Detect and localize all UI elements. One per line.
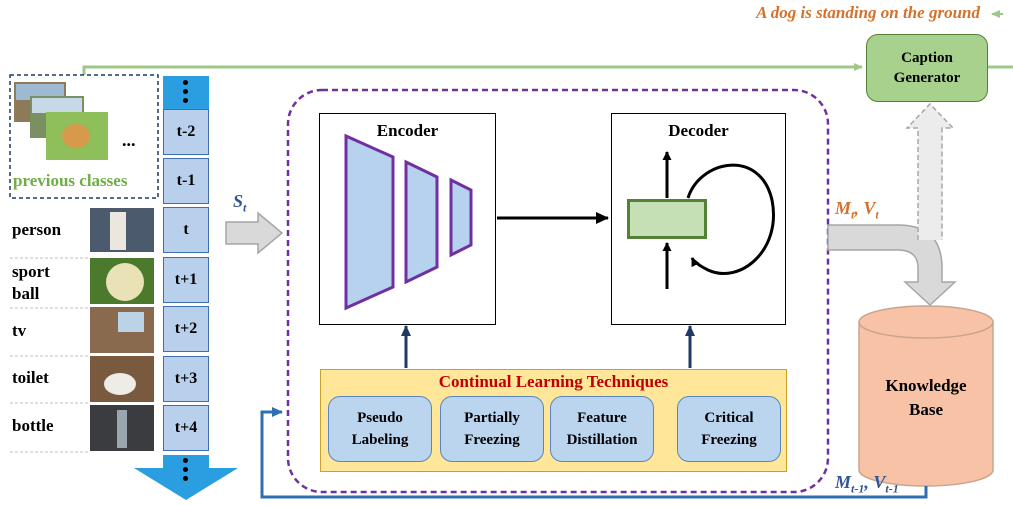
knowledge-base-label: Knowledge Base — [859, 374, 993, 422]
stream-label-sub: t — [243, 200, 247, 215]
decoder-cell — [627, 199, 707, 239]
encoder-title: Encoder — [376, 121, 439, 140]
technique-line2: Freezing — [701, 432, 757, 448]
mv-current-v-sub: t — [875, 207, 879, 222]
previous-class-photos — [14, 82, 108, 160]
mv-current-m: M — [835, 198, 852, 218]
timeline-bottom-ellipsis — [183, 458, 189, 481]
timeline-cell: t+2 — [163, 306, 209, 352]
class-label-person: person — [12, 220, 62, 239]
mv-current-label: Mt, Vt — [835, 198, 879, 223]
class-label-sport: sport — [12, 262, 50, 281]
mv-current-sep: , — [854, 198, 864, 218]
knowledge-base-cylinder — [858, 322, 994, 487]
technique-line2: Distillation — [566, 432, 638, 448]
encoder-layer-2 — [404, 159, 439, 285]
mv-current-m-sub: t — [851, 207, 855, 222]
timeline-cell: t+1 — [163, 257, 209, 303]
stream-arrow — [225, 211, 284, 255]
model-container — [286, 88, 830, 494]
decoder-box — [611, 113, 786, 325]
previous-classes-label: previous classes — [13, 171, 128, 190]
technique-line1: Critical — [704, 410, 754, 426]
technique-line2: Freezing — [464, 432, 520, 448]
green-feed-line — [82, 63, 863, 75]
caption-generator-line1: Caption — [901, 50, 953, 66]
timeline-cell: t-2 — [163, 109, 209, 155]
encoder-layer-3 — [449, 177, 473, 258]
decoder-title: Decoder — [668, 121, 729, 140]
timeline-top-ellipsis — [183, 80, 189, 103]
technique-line1: Partially — [464, 410, 520, 426]
class-label-ball: ball — [12, 284, 40, 303]
knowledge-base-top — [858, 305, 994, 339]
encoder-box — [319, 113, 496, 325]
mv-previous-sep: , — [864, 472, 874, 492]
stream-label-main: S — [233, 191, 244, 211]
mv-previous-v-sub: t-1 — [885, 481, 899, 496]
stream-label: St — [233, 191, 246, 216]
previous-classes-box — [9, 74, 159, 199]
timeline-cell: t+4 — [163, 405, 209, 451]
previous-classes-ellipsis: ... — [122, 130, 136, 150]
class-thumbnails — [90, 208, 154, 451]
mv-previous-label: Mt-1, Vt-1 — [835, 472, 899, 497]
decoder-loop-arrow — [686, 163, 775, 275]
knowledge-base-line1: Knowledge — [885, 376, 967, 395]
technique-line2: Labeling — [351, 432, 409, 448]
mv-previous-v: V — [873, 472, 886, 492]
technique-line1: Feature — [577, 410, 627, 426]
mv-current-v: V — [863, 198, 876, 218]
caption-output-text: A dog is standing on the ground — [756, 3, 980, 22]
knowledge-base-line2: Base — [909, 400, 943, 419]
encoder-layer-1 — [344, 133, 395, 311]
technique-line1: Pseudo — [357, 410, 403, 426]
mv-previous-m: M — [835, 472, 852, 492]
timeline-cell-current: t — [163, 207, 209, 253]
kb-to-caption-dashed-arrow — [905, 102, 955, 240]
caption-generator-line2: Generator — [893, 70, 961, 86]
timeline-cell: t-1 — [163, 158, 209, 204]
class-label-bottle: bottle — [12, 416, 54, 435]
cl-techniques-title: Continual Learning Techniques — [438, 372, 669, 391]
class-label-toilet: toilet — [12, 368, 49, 387]
mv-previous-m-sub: t-1 — [851, 481, 865, 496]
timeline-cell: t+3 — [163, 356, 209, 402]
class-label-tv: tv — [12, 321, 27, 340]
feedback-line — [260, 407, 928, 499]
caption-generator-box: Caption Generator — [866, 34, 988, 102]
